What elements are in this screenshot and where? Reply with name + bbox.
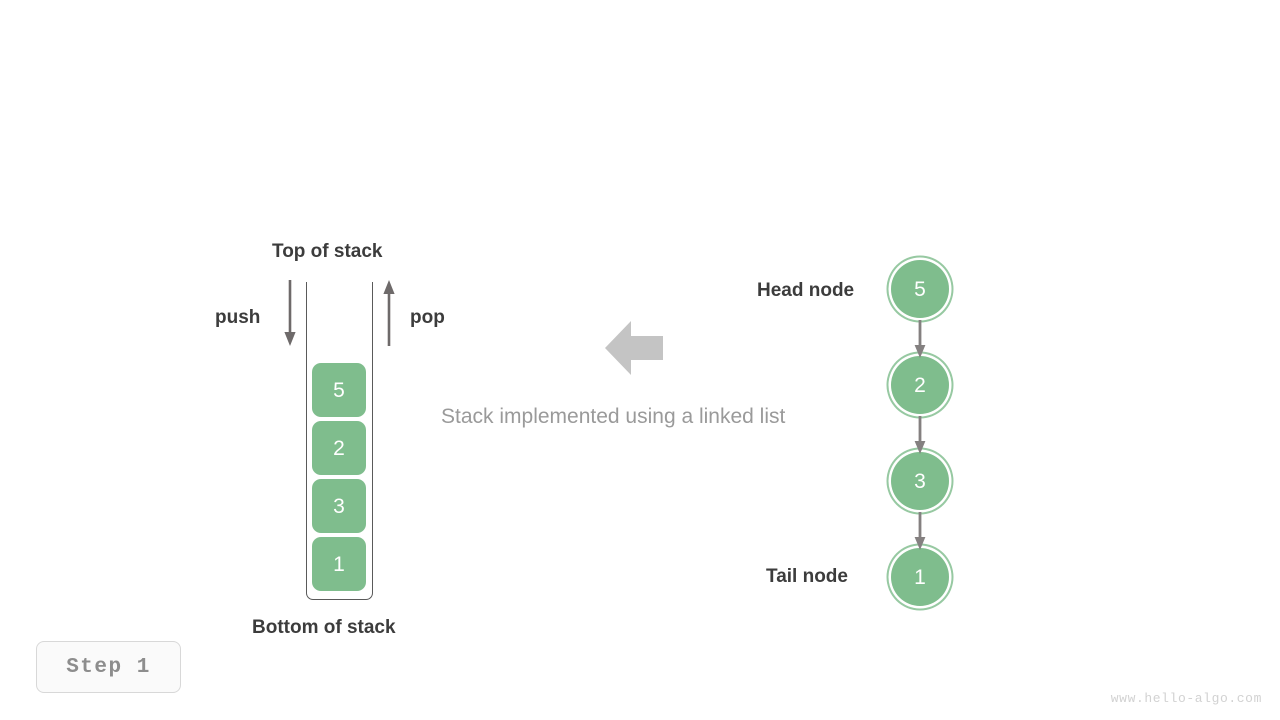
- linked-list-node-value: 2: [914, 373, 926, 397]
- linked-list-node: 1: [891, 548, 949, 606]
- push-label: push: [215, 307, 261, 328]
- linked-list-node: 2: [891, 356, 949, 414]
- head-node-label: Head node: [757, 280, 855, 301]
- stack-block: 2: [312, 421, 366, 475]
- pop-label: pop: [410, 307, 445, 328]
- push-arrow-icon: [284, 280, 296, 346]
- linked-list-node: 3: [891, 452, 949, 510]
- linked-list-connector-arrow-icon: [914, 416, 926, 454]
- bottom-of-stack-label: Bottom of stack: [252, 617, 396, 638]
- linked-list-node-value: 1: [914, 565, 926, 589]
- linked-list-node: 5: [891, 260, 949, 318]
- stack-container: [306, 282, 373, 600]
- linked-list-connector-arrow-icon: [914, 512, 926, 550]
- left-arrow-icon: [605, 321, 663, 375]
- linked-list-node-value: 5: [914, 277, 926, 301]
- stack-block: 3: [312, 479, 366, 533]
- top-of-stack-label: Top of stack: [272, 241, 383, 262]
- stack-block-value: 3: [333, 494, 345, 518]
- center-caption: Stack implemented using a linked list: [441, 405, 786, 428]
- step-badge-label: Step 1: [66, 655, 151, 679]
- step-badge: Step 1: [36, 641, 181, 693]
- stack-block-value: 5: [333, 378, 345, 402]
- pop-arrow-icon: [383, 280, 395, 346]
- watermark: www.hello-algo.com: [1110, 691, 1262, 706]
- linked-list-connector-arrow-icon: [914, 320, 926, 358]
- stack-block: 5: [312, 363, 366, 417]
- tail-node-label: Tail node: [766, 566, 848, 587]
- linked-list-node-value: 3: [914, 469, 926, 493]
- stack-block: 1: [312, 537, 366, 591]
- stack-block-value: 2: [333, 436, 345, 460]
- stack-block-value: 1: [333, 552, 345, 576]
